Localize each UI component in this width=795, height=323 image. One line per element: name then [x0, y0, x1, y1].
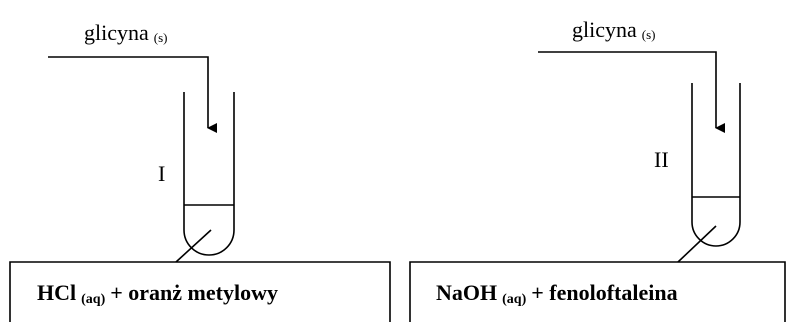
arrow-left	[48, 56, 217, 133]
solution-box-right	[409, 261, 786, 322]
solution-box-left	[9, 261, 391, 322]
solution-label-left: HCl(aq)+ oranż metylowy	[37, 280, 278, 307]
reagent-label-left: glicyna(s)	[84, 20, 167, 45]
pointer-line-right	[677, 225, 717, 263]
test-tube-right	[691, 83, 741, 247]
arrow-right	[538, 51, 725, 133]
tube-label-left: I	[158, 161, 165, 186]
reagent-label-right: glicyna(s)	[572, 17, 655, 42]
setup-right: glicyna(s) II NaOH(aq)+ fenoloftaleina	[409, 17, 786, 322]
setup-left: glicyna(s) I HCl(aq)+ oranż metylowy	[9, 20, 391, 322]
pointer-line-left	[175, 229, 212, 263]
solution-label-right: NaOH(aq)+ fenoloftaleina	[436, 280, 678, 307]
tube-label-right: II	[654, 147, 669, 172]
test-tube-left	[183, 92, 235, 256]
